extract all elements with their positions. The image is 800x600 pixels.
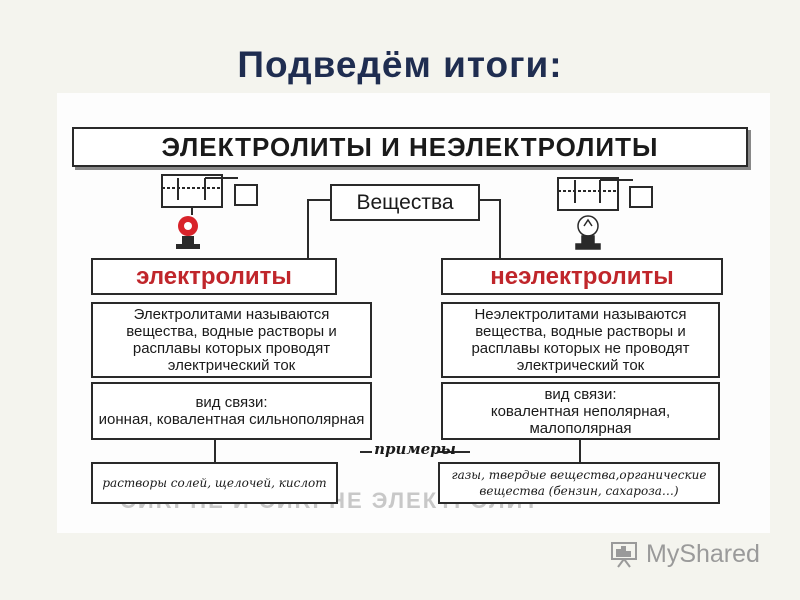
- myshared-logo: MyShared: [608, 538, 760, 570]
- definition-electrolytes: Электролитами называются вещества, водны…: [91, 302, 372, 378]
- category-electrolytes: электролиты: [91, 258, 337, 295]
- slide-title: Подведём итоги:: [237, 44, 563, 85]
- diagram-header: ЭЛЕКТРОЛИТЫ И НЕЭЛЕКТРОЛИТЫ: [72, 127, 748, 167]
- bond-text: ковалентная неполярная, малополярная: [490, 402, 671, 437]
- examples-label: примеры: [374, 440, 456, 458]
- conductivity-apparatus-icon: [161, 174, 258, 215]
- category-nonelectrolytes: неэлектролиты: [441, 258, 723, 295]
- lit-bulb-icon: [176, 216, 200, 249]
- logo-text: MyShared: [646, 539, 760, 568]
- examples-electrolytes: растворы солей, щелочей, кислот: [91, 462, 338, 504]
- examples-nonelectrolytes: газы, твердые вещества,органические веще…: [438, 462, 720, 504]
- bond-title: вид связи:: [195, 394, 268, 411]
- bond-type-nonelectrolytes: вид связи: ковалентная неполярная, малоп…: [441, 382, 720, 440]
- definition-nonelectrolytes: Неэлектролитами называются вещества, вод…: [441, 302, 720, 378]
- unlit-bulb-icon: [575, 215, 601, 250]
- presentation-board-icon: [611, 542, 637, 568]
- root-node: Вещества: [330, 184, 480, 221]
- conductivity-apparatus-icon: [557, 177, 653, 211]
- bond-title: вид связи:: [544, 385, 617, 403]
- bond-type-electrolytes: вид связи: ионная, ковалентная сильнопол…: [91, 382, 372, 440]
- bond-text: ионная, ковалентная сильнополярная: [98, 411, 365, 428]
